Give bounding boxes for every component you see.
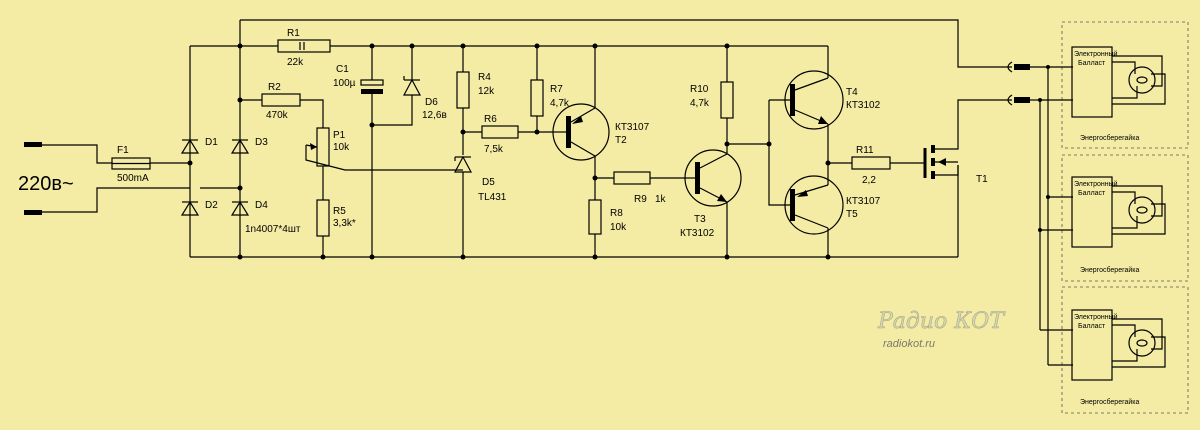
resistor-r8: R8 10k — [588, 199, 627, 257]
mosfet-t1: T1 — [923, 99, 1012, 185]
svg-text:D2: D2 — [205, 200, 218, 211]
lamp-module-3: Электронный Балласт Энергосберегайка — [1040, 286, 1189, 414]
svg-text:КТ3107: КТ3107 — [846, 196, 881, 207]
svg-text:R7: R7 — [550, 84, 563, 95]
resistor-r9: R9 1k — [595, 171, 690, 205]
svg-text:500mA: 500mA — [117, 173, 149, 184]
svg-text:R6: R6 — [484, 114, 497, 125]
svg-text:12k: 12k — [478, 86, 495, 97]
svg-text:10k: 10k — [610, 222, 627, 233]
resistor-r6: R6 7,5k — [463, 114, 553, 155]
svg-text:100µ: 100µ — [333, 78, 356, 89]
svg-text:Электронный: Электронный — [1074, 180, 1118, 188]
svg-text:3,3k*: 3,3k* — [333, 218, 356, 229]
svg-text:R11: R11 — [856, 145, 874, 156]
svg-text:10k: 10k — [333, 142, 350, 153]
svg-text:R5: R5 — [333, 206, 346, 217]
svg-text:D4: D4 — [255, 200, 268, 211]
svg-text:T5: T5 — [846, 209, 858, 220]
svg-text:R10: R10 — [690, 84, 709, 95]
svg-text:Электронный: Электронный — [1074, 50, 1118, 58]
bridge-rectifier: D1 D2 D3 D4 1n4007*4шт — [180, 20, 301, 257]
svg-text:radiokot.ru: radiokot.ru — [883, 338, 935, 350]
transistor-t4: T4 КТ3102 — [784, 70, 881, 185]
svg-text:R1: R1 — [287, 28, 300, 39]
svg-text:Балласт: Балласт — [1078, 190, 1106, 197]
svg-text:TL431: TL431 — [478, 192, 507, 203]
svg-text:Балласт: Балласт — [1078, 323, 1106, 330]
output-connector — [1007, 61, 1050, 365]
transistor-t5: КТ3107 T5 — [784, 175, 881, 257]
svg-text:Энергосберегайка: Энергосберегайка — [1080, 266, 1140, 274]
svg-text:7,5k: 7,5k — [484, 144, 504, 155]
resistor-r2: R2 470k — [240, 82, 324, 128]
svg-text:Электронный: Электронный — [1074, 313, 1118, 321]
svg-text:КТ3102: КТ3102 — [680, 228, 715, 239]
resistor-r1: R1 22k — [277, 28, 331, 68]
svg-text:D6: D6 — [425, 97, 438, 108]
svg-text:22k: 22k — [287, 57, 304, 68]
resistor-r7: R7 4,7k — [530, 43, 570, 132]
resistor-r11: R11 2,2 — [828, 145, 925, 186]
svg-text:4,7k: 4,7k — [550, 98, 570, 109]
svg-text:2,2: 2,2 — [862, 175, 876, 186]
watermark-logo: Радио КОТ radiokot.ru — [877, 309, 1007, 350]
svg-text:R9: R9 — [634, 194, 647, 205]
svg-text:D3: D3 — [255, 137, 268, 148]
svg-text:R4: R4 — [478, 72, 491, 83]
svg-text:F1: F1 — [117, 145, 129, 156]
svg-text:T1: T1 — [976, 174, 988, 185]
svg-text:Радио КОТ: Радио КОТ — [877, 309, 1006, 334]
svg-text:T2: T2 — [615, 135, 627, 146]
svg-text:1n4007*4шт: 1n4007*4шт — [245, 224, 301, 235]
svg-text:12,6в: 12,6в — [422, 110, 447, 121]
resistor-r10: R10 4,7k — [690, 43, 734, 147]
svg-text:Балласт: Балласт — [1078, 60, 1106, 67]
fuse-f1: F1 500mA — [111, 145, 190, 184]
regulator-d5: D5 TL431 — [454, 155, 507, 257]
svg-text:C1: C1 — [336, 64, 349, 75]
svg-text:КТ3107: КТ3107 — [615, 122, 650, 133]
capacitor-c1: C1 100µ — [333, 43, 384, 257]
svg-text:R2: R2 — [268, 82, 281, 93]
svg-text:P1: P1 — [333, 130, 346, 141]
svg-text:Энергосберегайка: Энергосберегайка — [1080, 398, 1140, 406]
zener-d6: D6 12,6в — [372, 43, 447, 126]
transistor-t3: T3 КТ3102 — [680, 144, 742, 257]
potentiometer-p1: P1 10k — [305, 127, 463, 200]
svg-text:T3: T3 — [694, 214, 706, 225]
svg-text:D5: D5 — [482, 177, 495, 188]
svg-text:D1: D1 — [205, 137, 218, 148]
svg-text:T4: T4 — [846, 87, 858, 98]
mains-input: 220в~ — [18, 142, 190, 215]
resistor-r5: R5 3,3k* — [316, 199, 356, 257]
svg-text:Энергосберегайка: Энергосберегайка — [1080, 134, 1140, 142]
svg-text:1k: 1k — [655, 194, 667, 205]
lamp-module-2: Электронный Балласт Энергосберегайка — [1040, 154, 1189, 282]
lamp-module-1: Электронный Балласт Энергосберегайка — [1040, 21, 1189, 149]
svg-text:4,7k: 4,7k — [690, 98, 710, 109]
transistor-t2: КТ3107 T2 — [552, 43, 650, 200]
svg-text:470k: 470k — [266, 110, 289, 121]
svg-text:R8: R8 — [610, 208, 623, 219]
svg-text:КТ3102: КТ3102 — [846, 100, 881, 111]
mains-label: 220в~ — [18, 173, 74, 195]
